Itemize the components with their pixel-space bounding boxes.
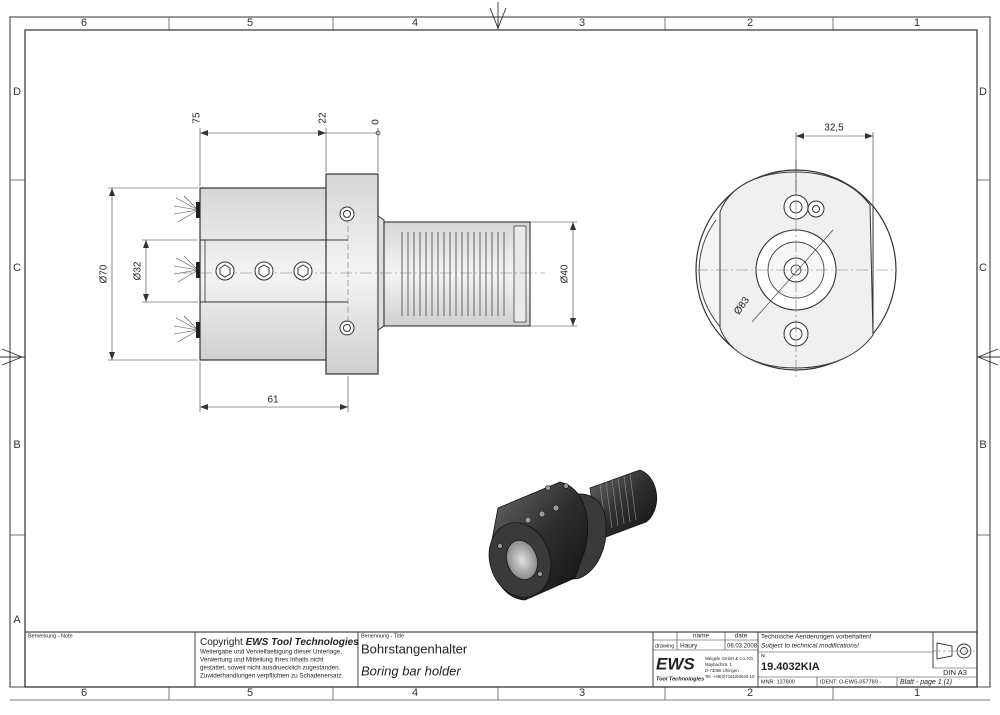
- dim-d70: Ø70: [99, 264, 110, 283]
- address-line-1: Weigele GmbH & Co. KG: [705, 656, 754, 661]
- col-date-header: date: [735, 633, 748, 640]
- front-dim-arrows: [109, 130, 576, 410]
- zone-labels-left: D C B A: [13, 86, 21, 626]
- note-label: Bemerkung - Note: [28, 633, 73, 639]
- zone-col-1-bottom: 1: [914, 687, 920, 699]
- front-screws: [215, 206, 355, 336]
- zone-col-5: 5: [247, 17, 253, 29]
- zone-row-c-right: C: [979, 262, 987, 274]
- front-view: Ø70 Ø32 Ø40 75 22 0 61: [99, 112, 577, 412]
- serrations: [401, 232, 505, 316]
- drawn-date: 06.03.2008: [727, 644, 758, 650]
- sheet-format: DIN A3: [943, 668, 967, 677]
- copyright-brand: EWS Tool Technologies: [246, 637, 360, 648]
- mnr: MNR: 137800: [761, 679, 795, 685]
- front-flange: [325, 173, 379, 375]
- address-line-4: Tel. +49(0)7161/93040-10: [705, 674, 755, 679]
- front-dimensions: [108, 128, 577, 412]
- zone-col-3: 3: [579, 17, 585, 29]
- zone-col-1: 1: [914, 17, 920, 29]
- dim-32-5: 32,5: [824, 123, 844, 134]
- address-line-3: D-73066 Uhingen: [705, 668, 739, 673]
- front-shank-serrated: [383, 221, 531, 327]
- dim-d32: Ø32: [133, 261, 144, 280]
- copyright-line-1: Weitergabe und Vervielfaeltigung dieser …: [200, 649, 342, 656]
- coolant-jets: [173, 195, 200, 343]
- copyright-line-3: gestattet, soweit nicht ausdruecklich zu…: [200, 665, 341, 672]
- side-view: 32,5 Ø83: [695, 123, 897, 380]
- sheet-page: Blatt - page 1 (1): [900, 679, 952, 686]
- address-line-2: Maybachstr. 1: [705, 662, 732, 667]
- zone-col-6-bottom: 6: [81, 687, 87, 699]
- side-dimensions: [751, 132, 874, 323]
- dim-0: 0: [371, 119, 382, 125]
- side-screws: [783, 194, 825, 347]
- col-name-header: name: [693, 633, 710, 640]
- dim-d40: Ø40: [560, 264, 571, 283]
- title-block: [24, 631, 978, 688]
- copyright-heading: Copyright EWS Tool Technologies: [200, 637, 359, 648]
- dim-75: 75: [192, 112, 203, 124]
- isometric-view: [488, 469, 658, 601]
- zone-row-b: B: [13, 439, 20, 451]
- zone-col-2: 2: [747, 17, 753, 29]
- modifications-de: Technische Aenderungen vorbehalten!: [761, 634, 872, 641]
- copyright-prefix: Copyright: [200, 637, 246, 648]
- zone-labels-top: 6 5 4 3 2 1: [81, 17, 920, 29]
- modifications-en: Subject to technical modifications!: [761, 643, 859, 650]
- ews-logo-sub: Tool Technologies: [656, 676, 704, 682]
- zone-row-d-right: D: [979, 86, 987, 98]
- zone-col-3-bottom: 3: [579, 687, 585, 699]
- title-en: Boring bar holder: [361, 663, 461, 678]
- zone-labels-right: D C B: [979, 86, 987, 451]
- zone-row-d: D: [13, 86, 21, 98]
- zone-row-a: A: [13, 614, 21, 626]
- title-label: Benennung - Title: [361, 633, 404, 639]
- zone-col-2-bottom: 2: [747, 687, 753, 699]
- zone-col-4-bottom: 4: [412, 687, 418, 699]
- iso-bore: [506, 540, 538, 580]
- nr-label: Nr.: [761, 653, 767, 658]
- copyright-line-4: Zuwiderhandlungen verpflichten zu Schade…: [200, 673, 343, 680]
- ident: IDENT: O-EWS-057789 -: [820, 679, 881, 685]
- zone-col-5-bottom: 5: [247, 687, 253, 699]
- zone-col-6: 6: [81, 17, 87, 29]
- dim-61: 61: [267, 395, 279, 406]
- ews-logo-text: EWS: [656, 654, 695, 673]
- dim-22: 22: [318, 112, 329, 124]
- part-number: 19.4032KIA: [761, 661, 820, 673]
- zone-labels-bottom: 6 5 4 3 2 1: [81, 687, 920, 699]
- zone-row-c: C: [13, 262, 21, 274]
- title-de: Bohrstangenhalter: [361, 641, 468, 656]
- side-dim-arrows: [796, 133, 873, 139]
- projection-symbol-icon: [933, 642, 975, 660]
- copyright-line-2: Verwertung und Mitteilung ihres Inhalts …: [200, 657, 324, 664]
- ews-logo: EWS Tool Technologies: [656, 654, 704, 682]
- drawn-by: Haury: [680, 643, 698, 650]
- zone-col-4: 4: [412, 17, 418, 29]
- row-drawing-label: drawing: [655, 643, 674, 649]
- zone-row-b-right: B: [979, 439, 986, 451]
- centering-marks: [0, 2, 1000, 366]
